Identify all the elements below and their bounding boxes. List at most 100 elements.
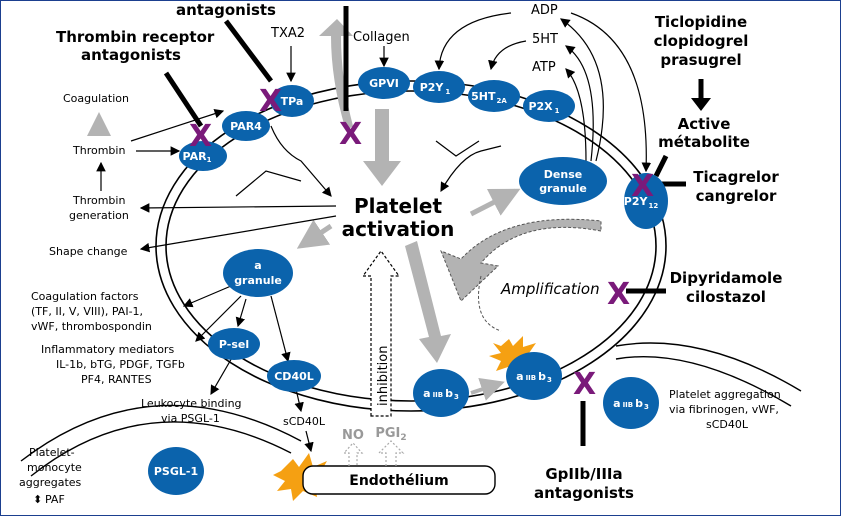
dense-granule [519,157,607,205]
5ht-to-5ht2a [488,40,527,71]
x-mark-par1: X [189,119,212,154]
thrombin-label: Thrombin [72,144,125,157]
monocyte-agg-3: aggregates [19,476,82,489]
scd40l-to-burst [304,430,314,453]
psgl1-receptor [148,447,204,495]
x-mark-tpa: X [259,84,282,119]
x-mark-p2y12: X [631,169,654,204]
clopidogrel-label: clopidogrel [654,32,749,50]
inflam-mediators-3: PF4, RANTES [81,373,152,386]
antag-bar-top [224,19,273,83]
aggregation-2: via fibrinogen, vWF, [669,403,779,416]
gp-antag-label-1: GpIIb/IIIa [545,465,622,483]
adp-label: ADP [531,3,558,18]
endothelium-label: Endothélium [349,473,448,489]
scd40l-label: sCD40L [283,415,326,428]
monocyte-agg-1: Platelet- [29,446,75,459]
collagen-gray-arrow [363,109,401,186]
to-agranule-gray-line [296,219,333,249]
coagulation-label: Coagulation [63,92,129,105]
gp-antag-label-2: antagonists [534,484,634,502]
inhibition-label: inhibition [376,346,391,406]
x-mark-dipyridamole: X [607,277,630,312]
cd40l-receptor [267,360,321,392]
coag-factors-3: vWF, thrombospondin [31,320,152,333]
amplification-arrow [440,218,602,302]
5ht2a-label: 5HT2A [471,90,507,105]
pgi2-arrow [377,440,405,466]
dense-granule-label-1: Dense [544,168,582,181]
thrombin-gen-label-2: generation [69,209,129,222]
amplification-loop [478,275,502,332]
dense-to-5ht [565,45,594,162]
psel-receptor [208,328,260,360]
5ht-label: 5HT [532,32,558,47]
cd40l-label: CD40L [274,370,314,383]
shape-change-label: Shape change [49,245,128,258]
gp-activation-gray-arrow [405,241,451,363]
monocyte-membrane-outer [20,404,302,462]
collagen-label: Collagen [353,30,410,45]
cangrelor-label: cangrelor [696,187,777,205]
active-label: Active [678,115,731,133]
no-label: NO [342,428,364,443]
platelet-activation-line2: activation [342,217,455,241]
thrombin-antag-bar [163,71,204,128]
to-dense-gray-line [469,188,521,217]
inflam-mediators-2: IL-1b, bTG, PDGF, TGFb [56,358,185,371]
tpa-to-act [235,170,302,197]
aggregation-3: sCD40L [706,418,749,431]
x-mark-gpvi: X [339,117,362,152]
cd40l-to-scd40l [294,388,304,413]
atp-label: ATP [532,60,556,75]
paf-arrow-icon: ⬍ [33,493,42,506]
amplification-label: Amplification [500,280,600,298]
5ht2a-receptor [468,80,520,112]
psel-to-leuko [210,355,234,396]
agran-to-psel [235,298,247,328]
x-mark-gp: X [573,367,596,402]
gp1-gp2-gray-line [470,377,505,401]
adjacent-platelet-membrane-1 [615,342,802,392]
tpa-label: TPa [281,95,304,108]
par1-receptor [179,141,227,171]
cilostazol-label: cilostazol [686,288,766,306]
par4-receptor [222,111,270,141]
dense-to-atp [565,68,587,162]
adp-to-p2y12 [570,12,652,173]
alpha-granule-label-1: a [254,259,261,272]
leukocyte-binding-1: Leukocyte binding [141,397,242,410]
act-to-shape [139,215,337,253]
ticlo-arrowhead [691,98,711,111]
inhibition-arrow [361,249,401,417]
par4-label: PAR4 [230,120,262,133]
platelet-activation-line1: Platelet [354,194,443,218]
dense-to-adp [560,18,604,162]
par-to-act [270,125,332,197]
gpvi-label: GPVI [369,77,399,90]
p2y1-bracket [435,140,480,157]
thrombin-receptor-antag-2: antagonists [81,46,181,64]
gp-receptor-3 [603,377,659,429]
alpha-granule [223,249,293,297]
agran-to-cd40l [270,295,291,363]
ticlopidine-label: Ticlopidine [655,13,747,31]
prasugrel-label: prasugrel [660,51,741,69]
coag-factors-1: Coagulation factors [31,290,139,303]
antagonists-top-label: antagonists [176,1,276,19]
adp-to-p2y1 [434,12,512,71]
psel-label: P-sel [219,338,249,351]
ticagrelor-label: Ticagrelor [693,168,779,186]
adjacent-platelet-membrane-2 [615,356,792,407]
dipyridamole-label: Dipyridamole [670,269,783,287]
monocyte-agg-2: monocyte [27,461,82,474]
gpvi-receptor [358,67,410,99]
p2y1-receptor [413,71,465,103]
no-arrow [342,442,364,466]
